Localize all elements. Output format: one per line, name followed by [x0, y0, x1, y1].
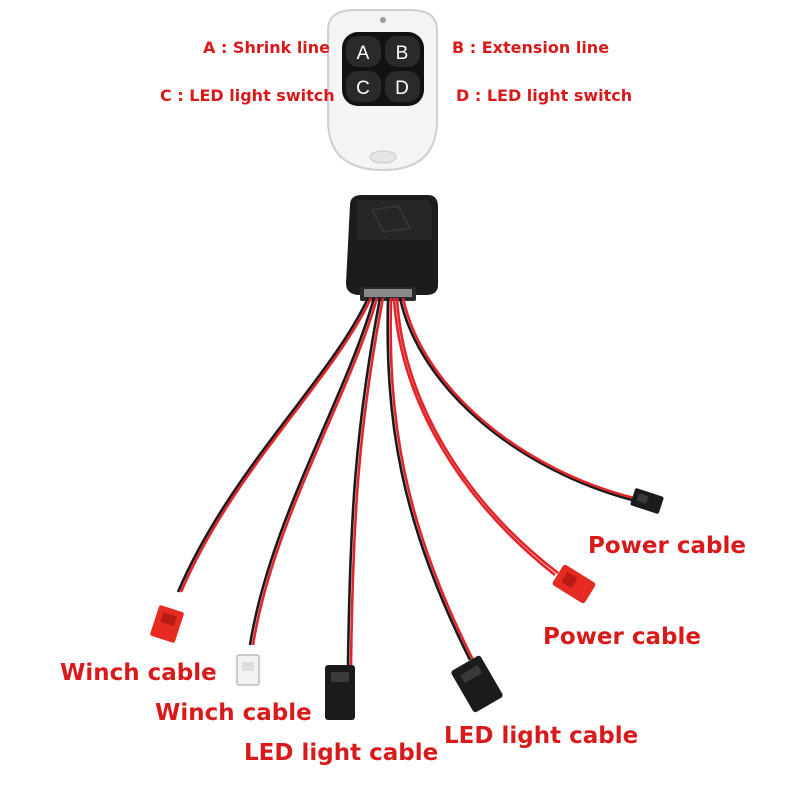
control-module: [346, 195, 438, 301]
label-winch-cable-1: Winch cable: [60, 660, 217, 686]
remote-key-b-text: B: [396, 43, 409, 64]
connector-power-2: [552, 564, 596, 604]
label-power-cable-2: Power cable: [543, 624, 701, 650]
label-winch-cable-2: Winch cable: [155, 700, 312, 726]
wire-bundle: [176, 297, 635, 666]
label-button-c: C : LED light switch: [160, 86, 335, 105]
remote-control: [327, 9, 438, 172]
label-button-a: A : Shrink line: [203, 38, 331, 57]
connector-winch-1: [150, 605, 184, 643]
remote-key-c-text: C: [356, 78, 370, 99]
connector-power-1: [630, 488, 664, 514]
label-power-cable-1: Power cable: [588, 533, 746, 559]
connector-winch-2: [236, 654, 260, 686]
remote-key-d-text: D: [395, 78, 409, 99]
connector-led-1: [325, 665, 355, 720]
remote-key-c: [346, 71, 381, 102]
remote-key-b: [385, 36, 420, 67]
label-led-cable-1: LED light cable: [244, 740, 439, 766]
label-button-d: D : LED light switch: [456, 86, 633, 105]
remote-key-d: [385, 71, 420, 102]
label-button-b: B : Extension line: [452, 38, 610, 57]
remote-key-a-text: A: [357, 43, 370, 64]
remote-key-a: [346, 36, 381, 67]
label-led-cable-2: LED light cable: [444, 723, 639, 749]
connector-led-2: [451, 655, 503, 713]
